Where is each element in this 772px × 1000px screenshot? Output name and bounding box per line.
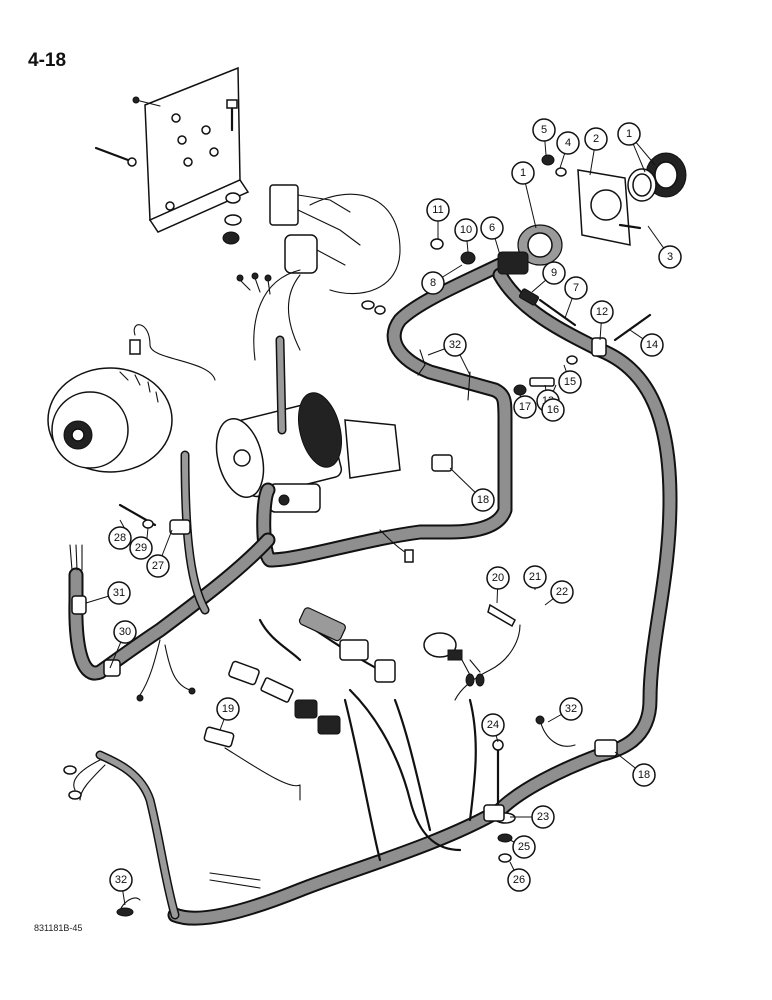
callout-label: 18 <box>477 494 489 506</box>
callout-label: 19 <box>222 703 234 715</box>
callout-label: 14 <box>646 339 658 351</box>
callout-30: 30 <box>113 620 137 644</box>
callout-label: 32 <box>565 703 577 715</box>
callout-29: 29 <box>129 536 153 560</box>
callout-label: 31 <box>113 587 125 599</box>
callout-label: 1 <box>626 128 632 140</box>
callout-label: 29 <box>135 542 147 554</box>
callout-16: 16 <box>541 398 565 422</box>
callout-label: 15 <box>564 376 576 388</box>
callout-label: 20 <box>492 572 504 584</box>
branch-wires <box>63 529 576 917</box>
callout-21: 21 <box>523 565 547 589</box>
callout-3: 3 <box>658 245 682 269</box>
callout-26: 26 <box>507 868 531 892</box>
callout-11: 11 <box>426 198 450 222</box>
callout-label: 30 <box>119 626 131 638</box>
callout-label: 12 <box>596 306 608 318</box>
callout-label: 32 <box>115 874 127 886</box>
callout-label: 5 <box>541 124 547 136</box>
callout-20: 20 <box>486 566 510 590</box>
bulkhead-connector <box>497 152 687 275</box>
callout-label: 24 <box>487 719 499 731</box>
callout-label: 18 <box>638 769 650 781</box>
callout-label: 25 <box>518 841 530 853</box>
callout-27: 27 <box>146 554 170 578</box>
callout-24: 24 <box>481 713 505 737</box>
callout-17: 17 <box>513 395 537 419</box>
callouts: 1123456789101112131415161718181920212223… <box>107 118 682 892</box>
callout-19: 19 <box>216 697 240 721</box>
callout-label: 28 <box>114 532 126 544</box>
callout-label: 10 <box>460 224 472 236</box>
callout-label: 22 <box>556 586 568 598</box>
callout-31: 31 <box>107 581 131 605</box>
callout-label: 11 <box>432 204 443 216</box>
callout-25: 25 <box>512 835 536 859</box>
callout-12: 12 <box>590 300 614 324</box>
callout-label: 17 <box>519 401 531 413</box>
callout-label: 1 <box>520 167 526 179</box>
callout-9: 9 <box>542 261 566 285</box>
callout-label: 21 <box>529 571 541 583</box>
callout-1: 1 <box>617 122 641 146</box>
callout-label: 8 <box>430 277 436 289</box>
callout-23: 23 <box>531 805 555 829</box>
callout-label: 9 <box>551 267 557 279</box>
callout-label: 2 <box>593 133 599 145</box>
callout-2: 2 <box>584 127 608 151</box>
callout-6: 6 <box>480 216 504 240</box>
callout-18: 18 <box>632 763 656 787</box>
callout-32: 32 <box>559 697 583 721</box>
clamps-and-hardware <box>71 238 652 822</box>
callout-label: 7 <box>573 282 579 294</box>
callout-28: 28 <box>108 526 132 550</box>
callout-18: 18 <box>471 488 495 512</box>
page-number: 4-18 <box>28 50 67 71</box>
main-harness <box>68 252 678 926</box>
callout-22: 22 <box>550 580 574 604</box>
alternator <box>47 324 216 473</box>
callout-15: 15 <box>558 370 582 394</box>
figure-code: 831181B-45 <box>34 923 83 933</box>
callout-label: 3 <box>667 251 673 263</box>
callout-5: 5 <box>532 118 556 142</box>
relay-terminal-cluster <box>236 184 401 361</box>
callout-label: 16 <box>547 404 559 416</box>
callout-label: 4 <box>565 137 571 149</box>
starter-motor <box>215 392 401 513</box>
callout-1: 1 <box>511 161 535 185</box>
callout-8: 8 <box>421 271 445 295</box>
mounting-bracket <box>94 66 250 245</box>
callout-4: 4 <box>556 131 580 155</box>
callout-7: 7 <box>564 276 588 300</box>
callout-10: 10 <box>454 218 478 242</box>
callout-32: 32 <box>109 868 133 892</box>
callout-label: 26 <box>513 874 525 886</box>
callout-label: 23 <box>537 811 549 823</box>
callout-label: 32 <box>449 339 461 351</box>
callout-label: 6 <box>489 222 495 234</box>
callout-14: 14 <box>640 333 664 357</box>
leader-lines <box>85 129 671 906</box>
callout-label: 27 <box>152 560 164 572</box>
callout-32: 32 <box>443 333 467 357</box>
